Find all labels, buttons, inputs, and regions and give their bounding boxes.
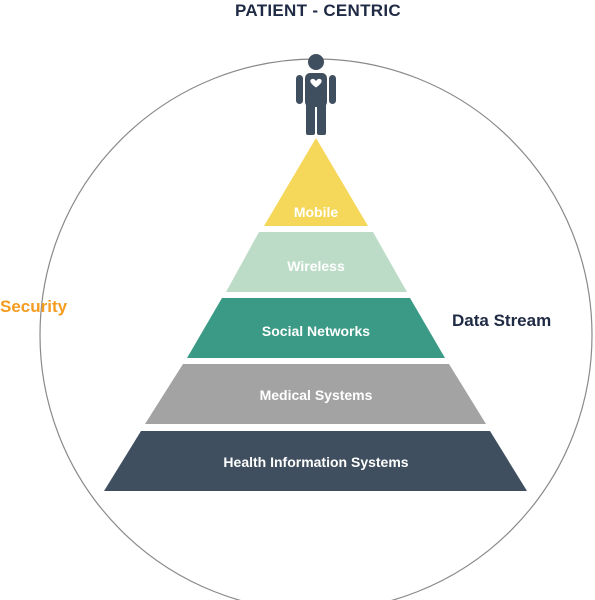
- tier-label-mobile: Mobile: [294, 204, 339, 220]
- data-stream-label: Data Stream: [452, 311, 552, 330]
- patient-person-icon: [296, 54, 336, 135]
- tier-medical-systems: [145, 364, 486, 424]
- tier-label-social-networks: Social Networks: [262, 323, 370, 339]
- tier-wireless: [226, 232, 407, 292]
- tier-label-wireless: Wireless: [287, 258, 345, 274]
- tier-social-networks: [187, 298, 445, 358]
- tier-label-medical-systems: Medical Systems: [260, 387, 373, 403]
- tier-mobile: [264, 138, 368, 226]
- tier-health-information-systems: [104, 431, 527, 491]
- heart-icon: [310, 78, 322, 88]
- diagram-title: PATIENT - CENTRIC: [235, 1, 401, 20]
- security-label: Security: [0, 297, 68, 316]
- tier-label-health-information-systems: Health Information Systems: [223, 454, 408, 470]
